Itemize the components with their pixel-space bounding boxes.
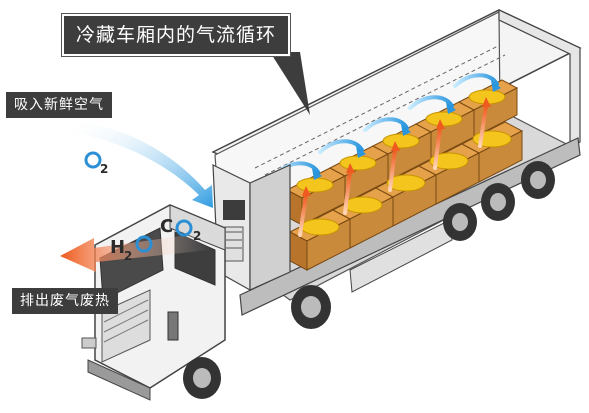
oxygen-subscript: 2 [100,162,108,176]
cold-air-arrow [453,73,499,88]
exhaust-airflow [60,232,210,272]
trailer [211,9,582,329]
trailer-skirt [349,219,453,293]
airflow-arrows [273,73,499,237]
water-molecule-icon: H 2 [110,235,153,263]
intake-label: 吸入新鲜空气 [6,92,112,118]
warm-air-arrow [433,126,442,170]
water-subscript: 2 [124,249,132,263]
title-pointer [270,52,310,115]
crate [460,121,524,183]
co2-subscript: 2 [193,229,201,243]
warm-air-arrow [298,193,308,237]
warm-air-arrow [343,170,352,215]
cold-air-arrow [408,95,454,110]
diagram-title: 冷藏车厢内的气流循环 [62,14,291,56]
cold-air-arrow [318,139,364,154]
trailer-chassis [239,137,581,316]
crate [414,101,476,160]
exhaust-label: 排出废气废热 [12,288,118,314]
co2-letter: C [160,216,173,237]
trailer-wheels [291,161,555,329]
water-letter: H [110,237,125,258]
oxygen-molecule-icon: 2 [84,151,108,176]
intake-airflow [70,120,213,208]
cold-air-arrow [363,117,409,132]
arrow-heads [302,80,501,196]
crate [288,209,352,271]
warm-air-arrow [388,148,397,192]
air-duct [254,44,506,176]
co2-molecule-icon: C 2 [160,216,201,243]
side-mirror [167,311,179,341]
warm-air-arrow [478,104,488,148]
